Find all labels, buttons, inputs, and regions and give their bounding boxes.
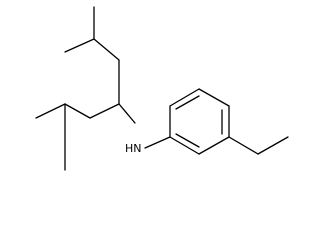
nh-label: HN [125,142,142,155]
ethyl-group [228,136,289,155]
isobutyl-lower [35,103,120,171]
bond-nitrogen-ring [144,136,171,149]
bond-methine-ch2 [89,103,120,119]
bond-ch2-ch [64,103,91,119]
background [0,0,306,180]
bond-ch-ch2 [93,38,120,61]
bond-methyl-left-lower [35,103,66,119]
chemical-structure: HN [0,0,306,180]
isobutyl-upper [64,6,120,105]
bond-methine-nitrogen [118,103,136,124]
bond-ch2-ch3 [257,136,289,155]
ring-bond-2 [169,88,200,107]
ring-double-bond-bottom [175,133,200,148]
bond-ring-ch2 [228,136,259,155]
ring-bond-3 [198,88,230,107]
benzene-ring [169,88,230,155]
ring-bond-5 [198,136,230,155]
bond-methyl-left [64,38,95,53]
ring-double-bond-top [175,95,200,110]
ring-bond-6 [169,136,200,155]
